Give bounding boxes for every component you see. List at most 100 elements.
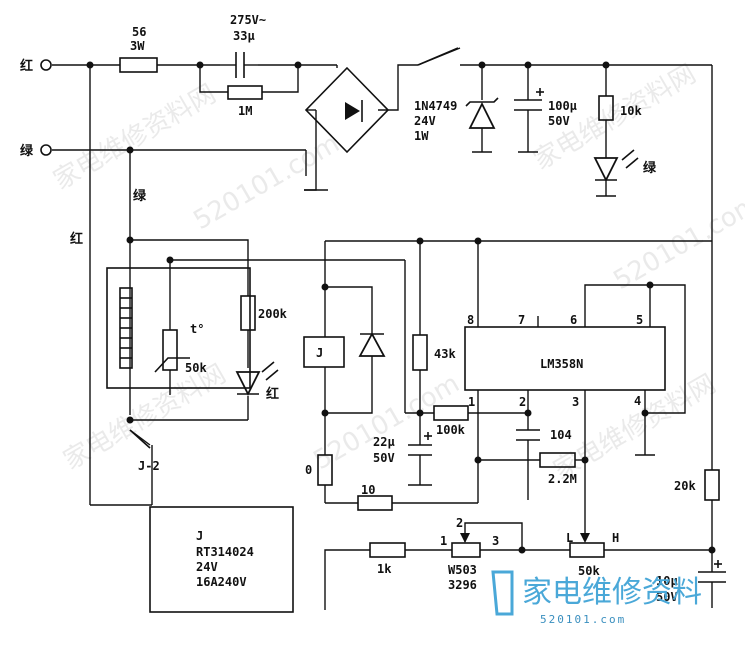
ic-lm358n (464, 326, 666, 391)
label-relay-info-1: J (196, 529, 203, 543)
potentiometer-w503 (451, 533, 481, 558)
potentiometer-50k (569, 533, 605, 558)
label-relay-j: J (316, 346, 323, 360)
relay-contact-switch (417, 47, 459, 66)
label-thermistor-t: t° (190, 322, 204, 336)
thermistor (154, 329, 190, 373)
capacitor-100u (514, 88, 544, 111)
label-relay-info-4: 16A240V (196, 575, 247, 589)
capacitor-104 (516, 429, 540, 441)
junction-dots (86, 61, 716, 554)
label-pin2: 2 (519, 395, 526, 409)
labels: 红 绿 绿 红 56 3W 275V~ 33μ 1M 1N4749 24V 1W… (20, 13, 696, 604)
label-cap-value: 33μ (233, 29, 255, 43)
label-relay-info-3: 24V (196, 560, 218, 574)
resistor-56 (119, 57, 158, 73)
site-logo: 家电维修资料 520101.com (491, 570, 702, 626)
label-zener-v: 24V (414, 114, 436, 128)
label-r0: 0 (305, 463, 312, 477)
relay-coil (303, 336, 345, 368)
resistor-100k (433, 405, 469, 421)
terminal-red-icon (40, 59, 52, 71)
label-pot50k-h: H (612, 531, 619, 545)
label-pot50k-l: L (566, 531, 573, 545)
watermark-url-2: 520101.com (609, 189, 745, 297)
label-pin6: 6 (570, 313, 577, 327)
label-r56: 56 (132, 25, 146, 39)
led-red-icon (235, 361, 279, 397)
label-led-green: 绿 (643, 160, 657, 176)
label-pot-3296: 3296 (448, 578, 477, 592)
label-pin7: 7 (518, 313, 525, 327)
logo-text: 家电维修资料 (522, 575, 702, 610)
label-r43k: 43k (434, 347, 456, 361)
label-cap100-val: 100μ (548, 99, 577, 113)
label-c10-val: 10μ (656, 574, 678, 588)
logo-mark-icon (491, 570, 514, 616)
label-switch-j2: J-2 (138, 459, 160, 473)
sensor-box (106, 267, 251, 389)
terminals (40, 59, 52, 156)
heating-element (119, 287, 133, 369)
label-pot-w503: W503 (448, 563, 477, 577)
wires (52, 47, 713, 610)
label-cap100-v: 50V (548, 114, 570, 128)
label-pot-pin3: 3 (492, 534, 499, 548)
resistor-10 (357, 495, 393, 511)
label-pot50k: 50k (578, 564, 600, 578)
label-c22-val: 22μ (373, 435, 395, 449)
capacitor-22u (408, 432, 432, 456)
resistor-1k (369, 542, 406, 558)
label-c22-v: 50V (373, 451, 395, 465)
flyback-diode (358, 332, 386, 357)
label-ic: LM358N (540, 357, 583, 371)
label-relay-info-2: RT314024 (196, 545, 254, 559)
label-led-red: 红 (266, 386, 279, 402)
watermark-cn-4: 家电维修资料网 (549, 369, 722, 486)
label-r1m: 1M (238, 104, 252, 118)
label-wire-red: 红 (70, 231, 83, 247)
label-pin4: 4 (634, 394, 641, 408)
label-pot-pin1: 1 (440, 534, 447, 548)
zener-diode (465, 97, 499, 129)
bridge-rectifier (304, 66, 390, 154)
watermark-cn: 家电维修资料网 (49, 79, 222, 196)
label-r100k: 100k (436, 423, 466, 437)
resistor-20k (704, 469, 720, 501)
label-r2m2: 2.2M (548, 472, 577, 486)
label-c10-v: 50V (656, 590, 678, 604)
label-pot-pin2: 2 (456, 516, 463, 530)
label-pin1: 1 (468, 395, 475, 409)
resistor-0 (317, 454, 333, 486)
switch-j2 (129, 429, 151, 449)
capacitor-33u (220, 52, 258, 78)
logo-url: 520101.com (540, 613, 626, 626)
label-terminal-red: 红 (20, 58, 33, 74)
label-r20k: 20k (674, 479, 696, 493)
resistor-43k (412, 334, 428, 371)
label-r50k-th: 50k (185, 361, 207, 375)
resistor-1m (227, 85, 263, 100)
watermark-url: 520101.com (189, 129, 345, 237)
resistor-200k (240, 295, 256, 331)
label-r1k: 1k (377, 562, 392, 576)
label-wire-green: 绿 (133, 188, 147, 204)
relay-info-box (149, 506, 294, 613)
label-cap-voltage: 275V~ (230, 13, 266, 27)
label-pin5: 5 (636, 313, 643, 327)
label-pin3: 3 (572, 395, 579, 409)
label-c104: 104 (550, 428, 572, 442)
terminal-green-icon (40, 144, 52, 156)
label-r10k: 10k (620, 104, 642, 118)
label-pin8: 8 (467, 313, 474, 327)
capacitor-10u (698, 560, 726, 592)
label-terminal-green: 绿 (20, 143, 34, 159)
label-r10: 10 (361, 483, 375, 497)
label-zener-w: 1W (414, 129, 429, 143)
resistor-2m2 (539, 452, 576, 468)
label-r200k: 200k (258, 307, 288, 321)
label-zener-part: 1N4749 (414, 99, 457, 113)
led-green-icon (593, 149, 639, 183)
watermark: 家电维修资料网 520101.com 家电维修资料网 520101.com 家电… (49, 59, 745, 486)
